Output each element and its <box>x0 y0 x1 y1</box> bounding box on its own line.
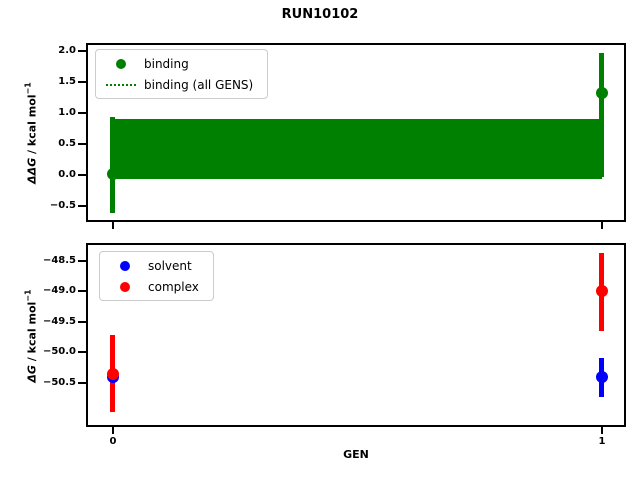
legend-swatch-area <box>108 260 142 271</box>
data-point-binding <box>595 87 608 100</box>
y-axis-label-exponent: −1 <box>23 289 33 302</box>
figure-title: RUN10102 <box>281 7 359 22</box>
legend-swatch-area <box>104 83 138 86</box>
confidence-band <box>112 118 602 179</box>
legend-item-binding: binding <box>104 53 253 74</box>
y-tick-label: −48.5 <box>42 254 76 266</box>
y-tick-label: −50.0 <box>42 346 76 358</box>
y-tick-mark <box>78 112 86 115</box>
x-axis-label-gen: GEN <box>343 448 369 461</box>
y-tick-label: −49.0 <box>42 285 76 297</box>
y-tick-label: 1.5 <box>58 76 76 88</box>
legend-label: binding <box>144 56 189 71</box>
error-bar-binding <box>110 117 116 214</box>
x-tick-mark <box>600 222 603 229</box>
binding-marker-icon <box>116 58 126 69</box>
y-tick-mark <box>78 290 86 293</box>
legend-item-binding-all-gens: binding (all GENS) <box>104 74 253 95</box>
y-tick-mark <box>78 204 86 207</box>
legend-item-complex: complex <box>108 276 199 297</box>
data-point-complex <box>595 284 608 297</box>
y-tick-mark <box>78 320 86 323</box>
x-tick-mark <box>600 427 603 434</box>
y-tick-mark <box>78 50 86 53</box>
y-tick-mark <box>78 142 86 145</box>
data-point-complex <box>106 367 119 380</box>
complex-marker-icon <box>120 281 130 292</box>
legend-dg: solvent complex <box>99 251 214 301</box>
y-tick-label: 0.5 <box>58 137 76 149</box>
legend-label: binding (all GENS) <box>144 77 254 92</box>
x-tick-label: 1 <box>598 436 606 447</box>
legend-label: complex <box>148 279 199 294</box>
y-axis-label-dg: ΔG / kcal mol−1 <box>24 289 39 382</box>
legend-swatch-area <box>104 58 138 69</box>
y-tick-mark <box>78 173 86 176</box>
axes-top-binding <box>86 43 626 222</box>
y-tick-mark <box>78 381 86 384</box>
axes-bottom-dg <box>86 243 626 427</box>
solvent-marker-icon <box>120 260 130 271</box>
y-tick-mark <box>78 81 86 84</box>
legend-binding: binding binding (all GENS) <box>95 49 269 99</box>
y-tick-mark <box>78 259 86 262</box>
y-axis-label-exponent: −1 <box>23 82 33 95</box>
y-tick-label: 2.0 <box>58 45 76 57</box>
x-tick-label: 0 <box>109 436 117 447</box>
error-bar-binding <box>599 53 605 177</box>
x-tick-mark <box>111 427 114 434</box>
y-tick-label: −49.5 <box>42 315 76 327</box>
legend-label: solvent <box>148 258 192 273</box>
y-tick-label: 0.0 <box>58 168 76 180</box>
x-tick-mark <box>111 222 114 229</box>
data-point-solvent <box>595 370 608 383</box>
legend-item-solvent: solvent <box>108 255 199 276</box>
y-tick-label: 1.0 <box>58 107 76 119</box>
legend-swatch-area <box>108 281 142 292</box>
y-tick-mark <box>78 351 86 354</box>
data-point-binding <box>106 168 119 181</box>
y-tick-label: −0.5 <box>49 199 76 211</box>
y-tick-label: −50.5 <box>42 376 76 388</box>
dotted-line-icon <box>106 83 136 86</box>
